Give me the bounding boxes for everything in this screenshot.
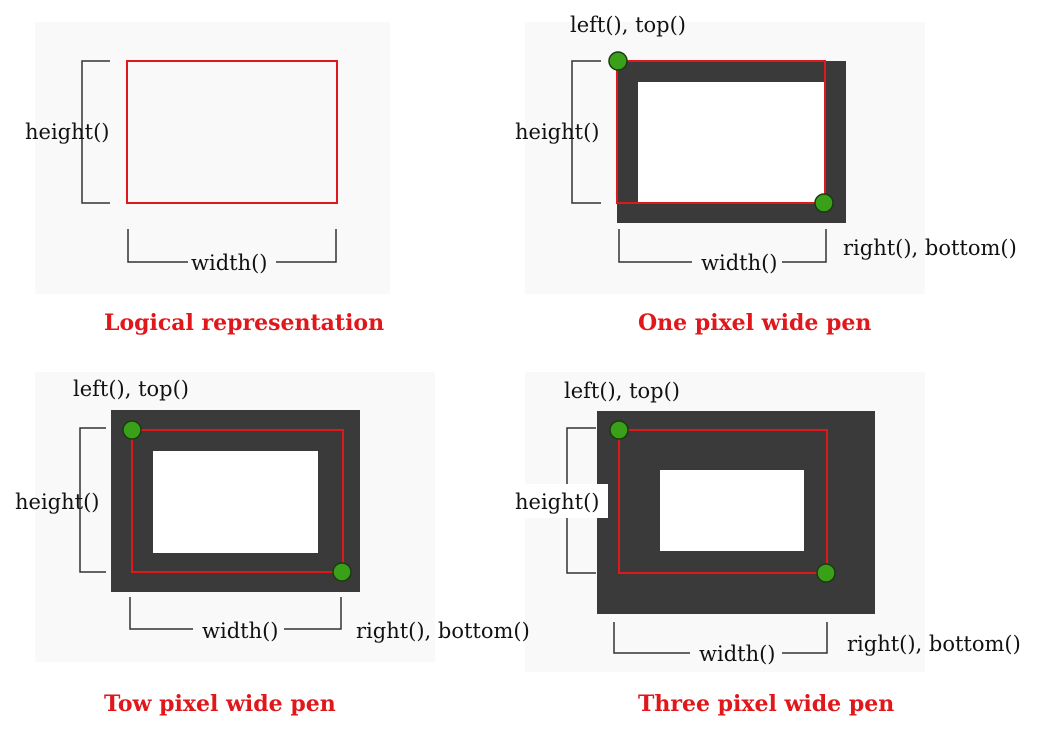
panel-caption: One pixel wide pen <box>638 310 871 336</box>
height-label: height() <box>25 120 109 144</box>
logical-rectangle <box>126 60 338 204</box>
width-label: width() <box>202 619 278 643</box>
height-bracket <box>81 60 110 204</box>
height-label: height() <box>515 120 599 144</box>
panel-caption: Tow pixel wide pen <box>104 691 336 717</box>
width-bracket <box>613 622 828 654</box>
logical-rectangle <box>131 429 344 573</box>
top-left-label: left(), top() <box>73 377 189 401</box>
width-bracket <box>618 229 827 263</box>
width-label: width() <box>699 642 775 666</box>
panel-caption: Three pixel wide pen <box>638 691 894 717</box>
top-left-corner-dot <box>122 420 142 440</box>
top-left-corner-dot <box>608 51 628 71</box>
bottom-right-label: right(), bottom() <box>356 619 530 643</box>
logical-rectangle <box>616 60 826 204</box>
top-left-label: left(), top() <box>564 379 680 403</box>
bottom-right-label: right(), bottom() <box>847 632 1021 656</box>
panel-two-pixel-pen: left(), top() height() width() right(), … <box>15 377 530 717</box>
panel-logical-representation: height() width() Logical representation <box>25 60 384 336</box>
panel-background-logical <box>35 22 390 294</box>
bottom-right-label: right(), bottom() <box>843 236 1017 260</box>
bottom-right-corner-dot <box>816 563 836 583</box>
panel-one-pixel-pen: left(), top() height() width() right(), … <box>515 13 1017 336</box>
height-bracket <box>571 60 601 204</box>
panel-caption: Logical representation <box>104 310 384 336</box>
height-label: height() <box>15 490 99 514</box>
width-label: width() <box>191 251 267 275</box>
bottom-right-corner-dot <box>332 562 352 582</box>
inner-white-area <box>153 451 318 553</box>
inner-white-area <box>638 82 826 203</box>
bottom-right-corner-dot <box>814 193 834 213</box>
height-label: height() <box>515 490 599 514</box>
logical-rectangle <box>618 429 828 574</box>
top-left-label: left(), top() <box>570 13 686 37</box>
panel-three-pixel-pen: left(), top() height() width() right(), … <box>512 379 1021 717</box>
height-bracket <box>79 427 106 573</box>
width-bracket <box>129 597 342 630</box>
width-bracket <box>127 229 337 263</box>
top-left-corner-dot <box>609 420 629 440</box>
width-label: width() <box>701 251 777 275</box>
inner-white-area <box>660 470 804 551</box>
height-label-background <box>512 484 608 518</box>
